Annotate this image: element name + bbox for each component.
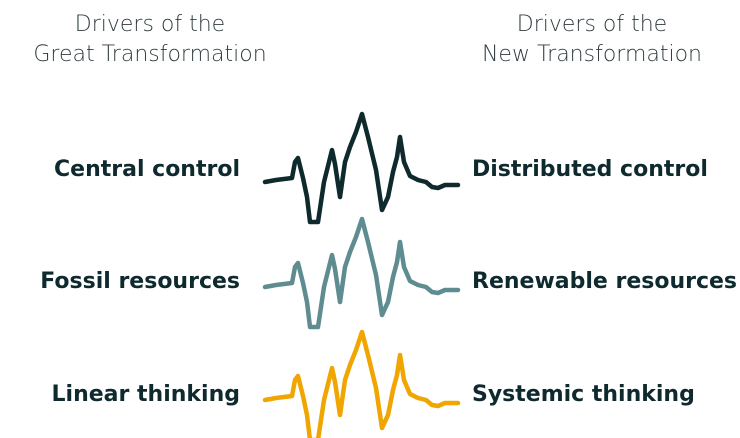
header-right-line-1: Drivers of the <box>516 12 668 37</box>
wave-central-to-distributed <box>262 111 461 225</box>
label-distributed-control: Distributed control <box>472 157 708 182</box>
wave-linear-to-systemic <box>262 329 461 438</box>
label-fossil-resources: Fossil resources <box>40 269 240 294</box>
label-central-control: Central control <box>54 157 240 182</box>
header-left-line-2: Great Transformation <box>33 42 267 67</box>
header-new-transformation: Drivers of the New Transformation <box>442 10 740 70</box>
label-renewable-resources: Renewable resources <box>472 269 738 294</box>
label-linear-thinking: Linear thinking <box>51 382 240 407</box>
wave-fossil-to-renewable <box>262 216 461 330</box>
header-great-transformation: Drivers of the Great Transformation <box>0 10 300 70</box>
header-left-line-1: Drivers of the <box>74 12 226 37</box>
header-right-line-2: New Transformation <box>481 42 703 67</box>
label-systemic-thinking: Systemic thinking <box>472 382 695 407</box>
